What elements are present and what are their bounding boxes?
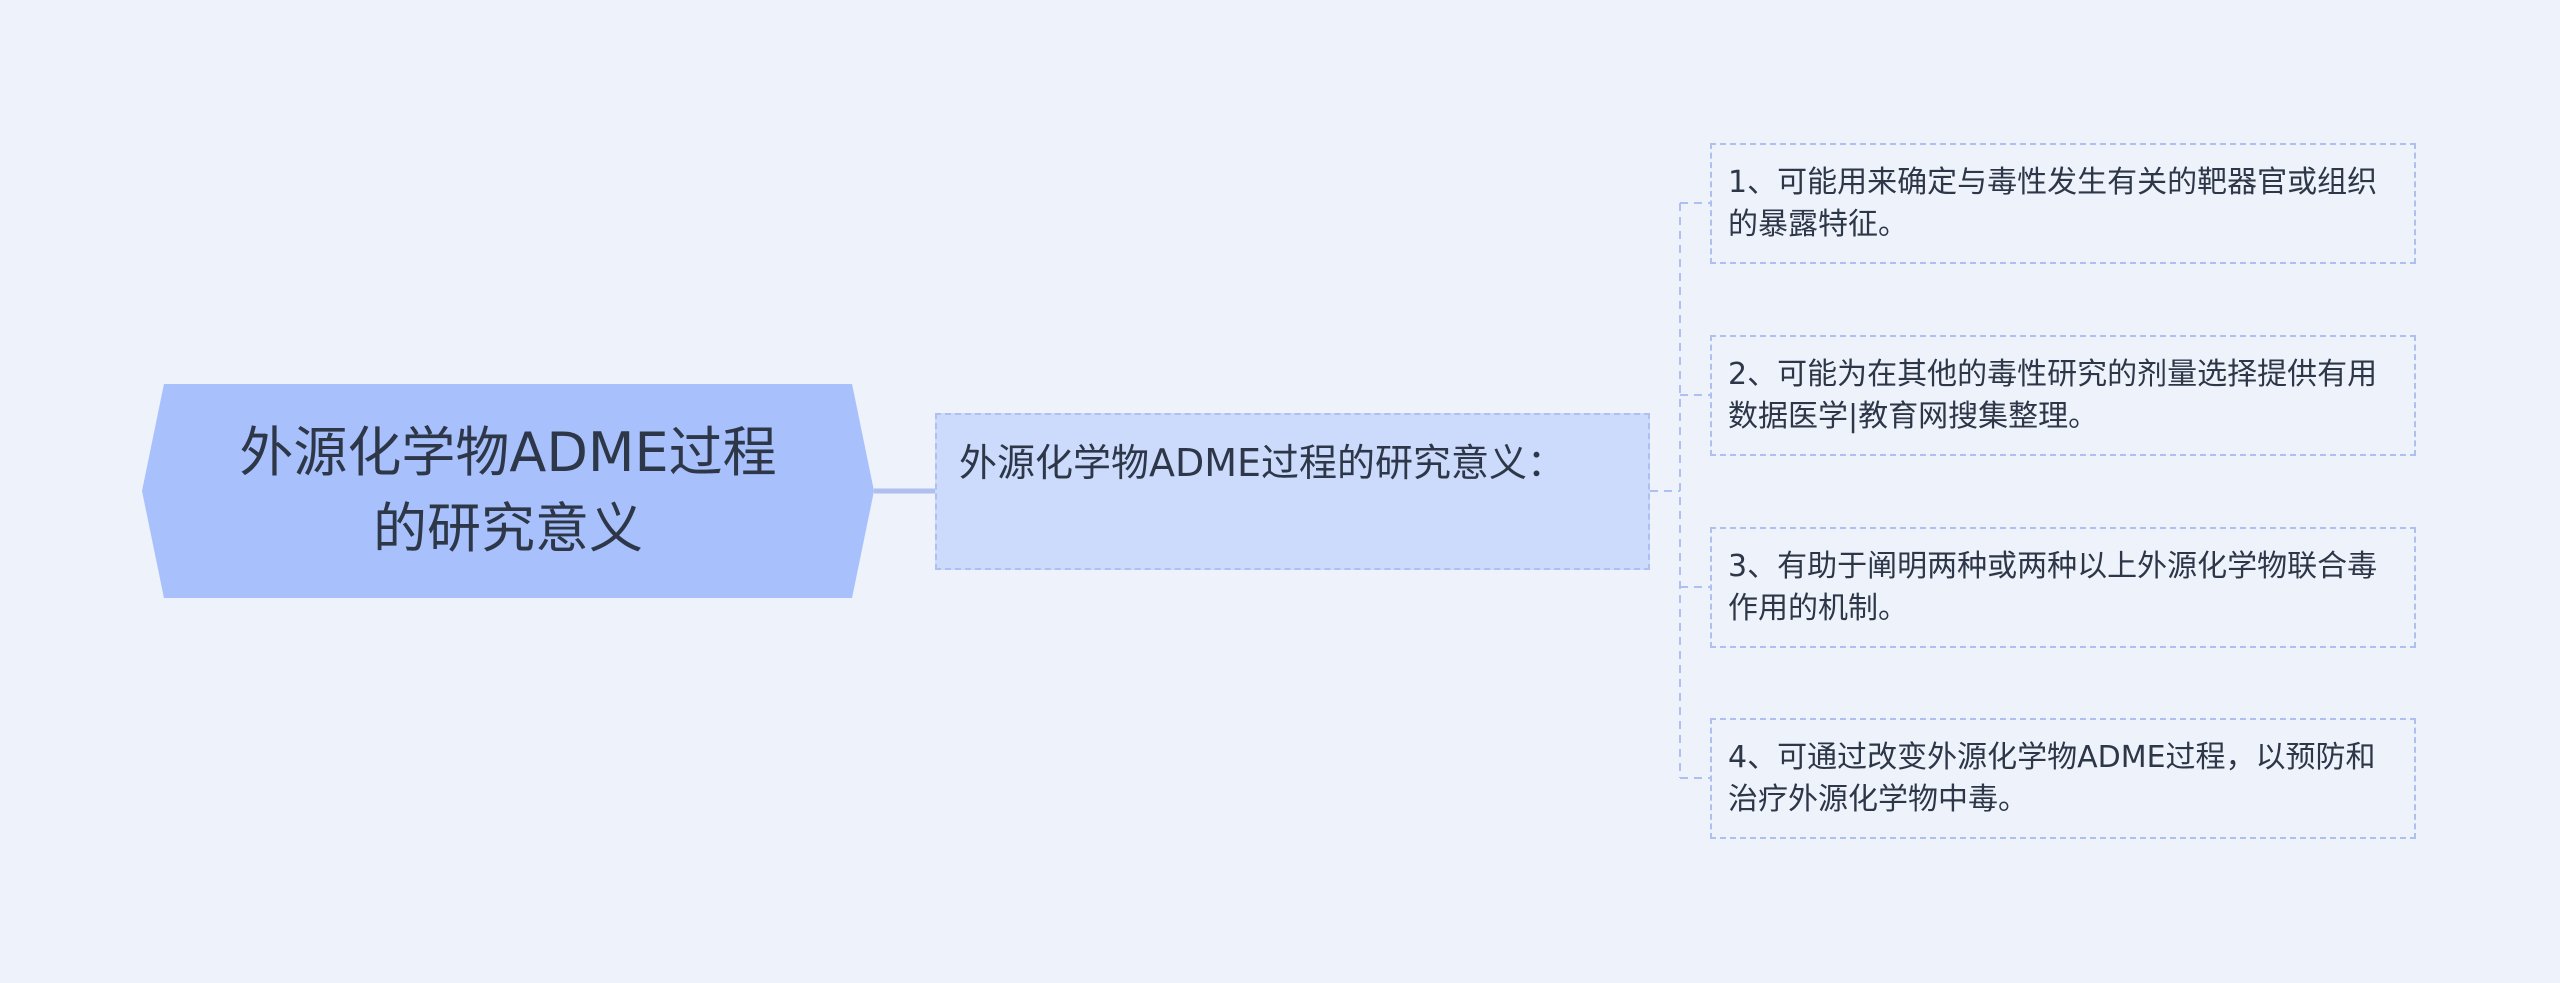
leaf-topic-node-3[interactable]: 3、有助于阐明两种或两种以上外源化学物联合毒作用的机制。 [1710, 527, 2416, 648]
leaf-topic-node-2[interactable]: 2、可能为在其他的毒性研究的剂量选择提供有用数据医学|教育网搜集整理。 [1710, 335, 2416, 456]
leaf-topic-node-4[interactable]: 4、可通过改变外源化学物ADME过程，以预防和治疗外源化学物中毒。 [1710, 718, 2416, 839]
leaf-topic-label: 2、可能为在其他的毒性研究的剂量选择提供有用数据医学|教育网搜集整理。 [1728, 356, 2378, 434]
branch-topic-node[interactable]: 外源化学物ADME过程的研究意义： [935, 413, 1650, 570]
leaf-topic-node-1[interactable]: 1、可能用来确定与毒性发生有关的靶器官或组织的暴露特征。 [1710, 143, 2416, 264]
root-topic-node[interactable]: 外源化学物ADME过程的研究意义 [142, 384, 874, 598]
leaf-topic-label: 3、有助于阐明两种或两种以上外源化学物联合毒作用的机制。 [1728, 548, 2378, 626]
leaf-topic-label: 4、可通过改变外源化学物ADME过程，以预防和治疗外源化学物中毒。 [1728, 739, 2376, 817]
branch-topic-label: 外源化学物ADME过程的研究意义： [959, 441, 1566, 485]
branch-to-leaves-connector [1650, 202, 1710, 779]
leaf-topic-label: 1、可能用来确定与毒性发生有关的靶器官或组织的暴露特征。 [1728, 164, 2378, 242]
root-topic-label: 外源化学物ADME过程的研究意义 [239, 421, 777, 560]
